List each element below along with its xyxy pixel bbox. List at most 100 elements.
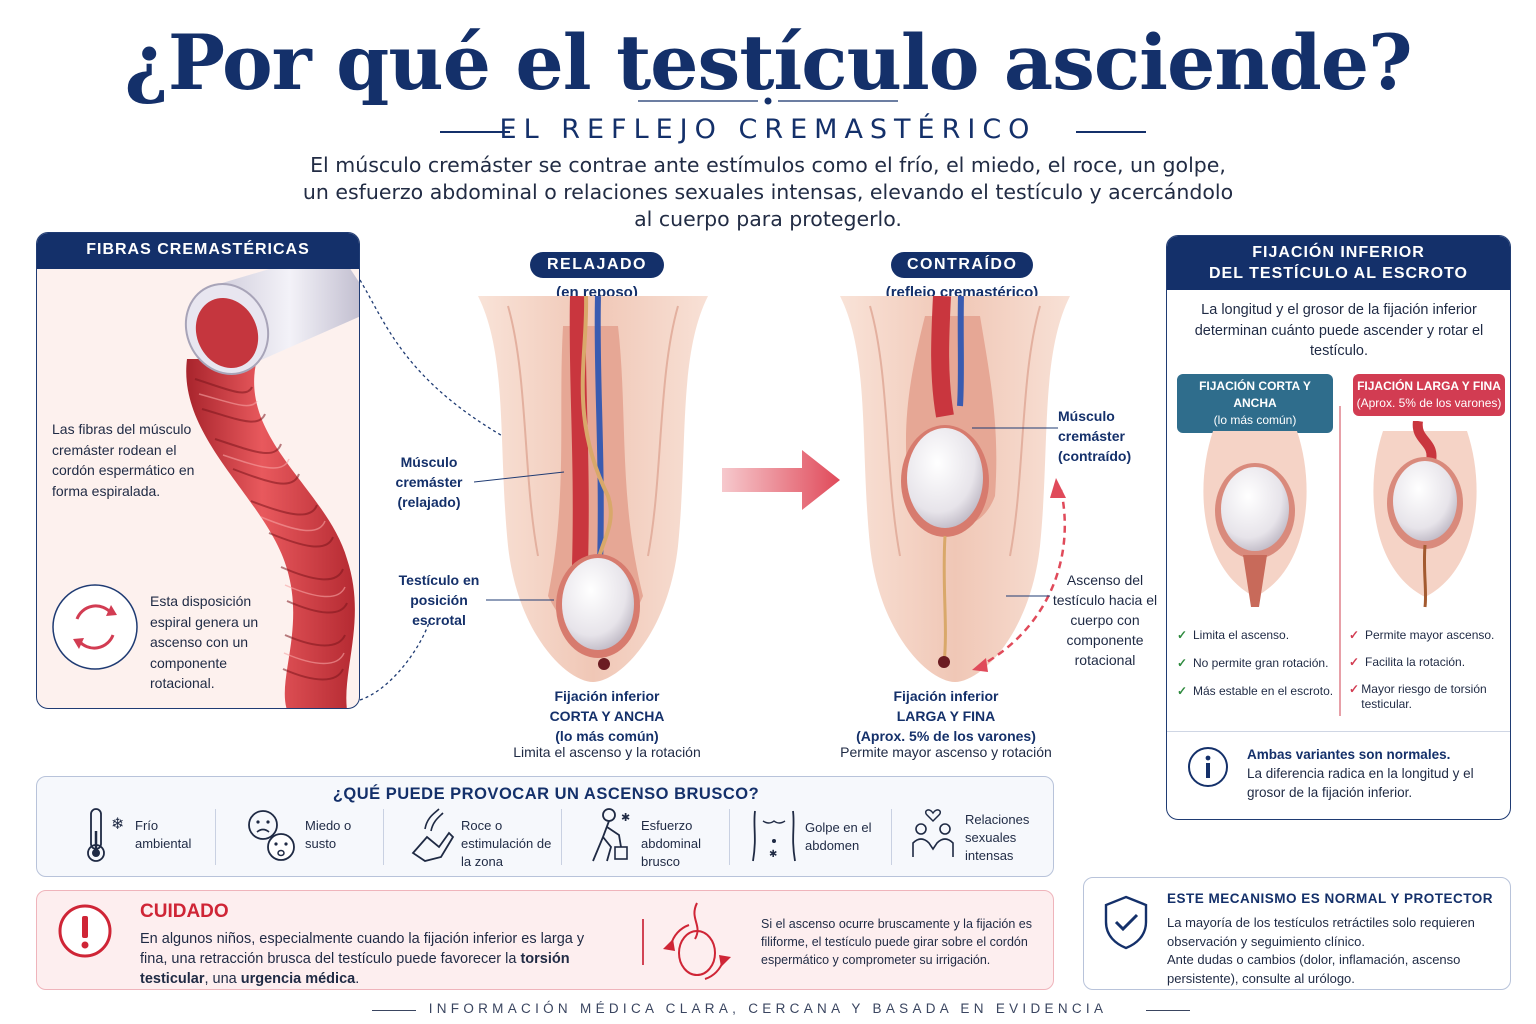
normal-text-line1: La mayoría de los testículos retráctiles…	[1167, 915, 1475, 949]
muscle-relaxed-label: Músculo cremáster (relajado)	[395, 454, 463, 510]
fijacion-panel: FIJACIÓN INFERIOR DEL TESTÍCULO AL ESCRO…	[1166, 235, 1511, 820]
transition-arrow-icon	[722, 450, 840, 510]
fixation-long-line1: Fijación inferior	[893, 688, 999, 704]
cuidado-panel: CUIDADO En algunos niños, especialmente …	[36, 890, 1054, 990]
footer-line-left	[372, 1010, 416, 1011]
tag-fijacion-corta: FIJACIÓN CORTA Y ANCHA (lo más común)	[1177, 374, 1333, 433]
svg-text:✱: ✱	[769, 849, 777, 860]
fixation-long-line2: LARGA Y FINA	[896, 708, 996, 724]
ascent-label: Ascenso del testículo hacia el cuerpo co…	[1052, 572, 1158, 668]
spiral-fiber-illustration	[184, 269, 359, 708]
larga-item-1: ✓ Permite mayor ascenso.	[1349, 628, 1509, 643]
fixation-short-label: Fijación inferior CORTA Y ANCHA (lo más …	[520, 686, 694, 746]
lifting-effort-icon: ✱	[592, 808, 630, 862]
subtitle-line-right	[1076, 131, 1146, 133]
check-icon: ✓	[1177, 628, 1188, 642]
warning-icon	[58, 904, 112, 958]
cuidado-title: CUIDADO	[140, 901, 229, 922]
fijacion-footer-text: La diferencia radica en la longitud y el…	[1247, 766, 1474, 800]
cuidado-text: En algunos niños, especialmente cuando l…	[140, 929, 610, 989]
ascent-arrow-icon	[972, 427, 1066, 672]
svg-text:❄: ❄	[111, 814, 124, 833]
fijacion-footer-divider	[1167, 731, 1510, 732]
causes-panel: ¿QUÉ PUEDE PROVOCAR UN ASCENSO BRUSCO? ❄…	[36, 776, 1054, 877]
shield-check-icon	[1104, 895, 1148, 950]
fibras-header: FIBRAS CREMASTÉRICAS	[37, 233, 359, 269]
fijacion-header: FIJACIÓN INFERIOR DEL TESTÍCULO AL ESCRO…	[1167, 236, 1510, 290]
corta-item-1: ✓Limita el ascenso.	[1177, 628, 1337, 643]
title-ornament	[638, 97, 898, 105]
fibras-text-2: Esta disposición espiral genera un ascen…	[150, 593, 259, 691]
larga-item-3: ✓Mayor riesgo de torsión testicular.	[1349, 682, 1499, 712]
tag-larga-title: FIJACIÓN LARGA Y FINA	[1357, 379, 1501, 393]
normal-title: ESTE MECANISMO ES NORMAL Y PROTECTOR	[1167, 891, 1494, 906]
fixation-short-line1: Fijación inferior	[554, 688, 660, 704]
fear-faces-icon	[248, 810, 295, 861]
fijacion-header-line1: FIJACIÓN INFERIOR	[1252, 244, 1425, 261]
subtitle-wrap: EL REFLEJO CREMASTÉRICO	[0, 114, 1536, 145]
fibras-text-1: Las fibras del músculo cremáster rodean …	[52, 421, 195, 499]
torsion-icon	[663, 902, 731, 980]
page-title: ¿Por qué el testículo asciende?	[124, 18, 1412, 107]
cause-label-4: Esfuerzo abdominal brusco	[641, 818, 701, 869]
fixation-short-line3: (lo más común)	[555, 728, 659, 744]
tag-corta-title: FIJACIÓN CORTA Y ANCHA	[1199, 379, 1311, 410]
cause-separator	[561, 809, 562, 865]
cause-label-2: Miedo o susto	[305, 818, 352, 851]
thermometer-icon: ❄	[87, 808, 124, 862]
cause-separator	[729, 809, 730, 865]
cause-separator	[891, 809, 892, 865]
cuidado-text-e: .	[355, 971, 360, 987]
larga-item-2: ✓ Facilita la rotación.	[1349, 655, 1509, 670]
larga-item-1-text: Permite mayor ascenso.	[1365, 628, 1495, 642]
check-icon: ✓	[1349, 682, 1360, 696]
causes-title: ¿QUÉ PUEDE PROVOCAR UN ASCENSO BRUSCO?	[332, 785, 760, 803]
relajado-pill: RELAJADO	[530, 252, 664, 278]
normal-panel: ESTE MECANISMO ES NORMAL Y PROTECTOR La …	[1083, 877, 1511, 990]
check-icon: ✓	[1349, 655, 1360, 669]
touch-hand-icon	[411, 808, 455, 862]
cause-separator	[383, 809, 384, 865]
footer-line-right	[1146, 1010, 1190, 1011]
svg-text:✱: ✱	[621, 811, 630, 824]
cause-label-6: Relaciones sexuales intensas	[965, 812, 1030, 863]
cause-label-3: Roce o estimulación de la zona	[461, 818, 552, 869]
cuidado-text-torsion: torsión testicular	[140, 951, 570, 987]
cause-separator	[215, 809, 216, 865]
cuidado-text-a: En algunos niños, especialmente cuando l…	[140, 931, 585, 967]
info-icon	[1188, 747, 1228, 787]
short-fixation-illustration	[1203, 431, 1307, 607]
corta-item-2: ✓ No permite gran rotación.	[1177, 656, 1337, 671]
cuidado-right-text: Si el ascenso ocurre bruscamente y la fi…	[761, 917, 1032, 967]
larga-item-2-text: Facilita la rotación.	[1365, 655, 1466, 669]
cuidado-text-c: , una	[204, 971, 241, 987]
check-icon: ✓	[1349, 628, 1360, 642]
relaxed-anatomy-illustration	[478, 296, 708, 682]
fixation-short-line2: CORTA Y ANCHA	[549, 708, 665, 724]
check-icon: ✓	[1177, 656, 1188, 670]
contraido-pill: CONTRAÍDO	[891, 252, 1033, 278]
relaxed-limit-text: Limita el ascenso y la rotación	[513, 744, 701, 760]
muscle-contracted-label: Músculo cremáster (contraído)	[1058, 408, 1132, 464]
testis-position-label: Testículo en posición escrotal	[398, 572, 480, 628]
larga-item-3-text: Mayor riesgo de torsión testicular.	[1361, 682, 1487, 711]
fibras-panel: FIBRAS CREMASTÉRICAS	[36, 232, 360, 709]
cuidado-text-urgencia: urgencia médica	[240, 971, 356, 987]
fijacion-footer: Ambas variantes son normales. La diferen…	[1247, 745, 1507, 802]
tag-larga-sub: (Aprox. 5% de los varones)	[1356, 396, 1502, 410]
relaxed-leader-lines	[474, 471, 565, 601]
fijacion-header-line2: DEL TESTÍCULO AL ESCROTO	[1209, 265, 1468, 282]
rotation-icon	[52, 584, 138, 670]
corta-item-2-text: No permite gran rotación.	[1193, 656, 1329, 670]
cause-label-5: Golpe en el abdomen	[805, 820, 872, 853]
subtitle: EL REFLEJO CREMASTÉRICO	[499, 114, 1037, 145]
normal-text-line2: Ante dudas o cambios (dolor, inflamación…	[1167, 952, 1461, 986]
fijacion-intro: La longitud y el grosor de la fijación i…	[1194, 302, 1484, 359]
fixation-long-line3: (Aprox. 5% de los varones)	[856, 728, 1036, 744]
normal-text: La mayoría de los testículos retráctiles…	[1167, 914, 1502, 988]
abdomen-hit-icon: ✱	[752, 810, 796, 862]
tag-fijacion-larga: FIJACIÓN LARGA Y FINA (Aprox. 5% de los …	[1353, 374, 1505, 416]
fijacion-divider	[1339, 406, 1341, 716]
corta-item-3: ✓Más estable en el escroto.	[1177, 684, 1337, 699]
cause-label-1: Frío ambiental	[135, 818, 192, 851]
